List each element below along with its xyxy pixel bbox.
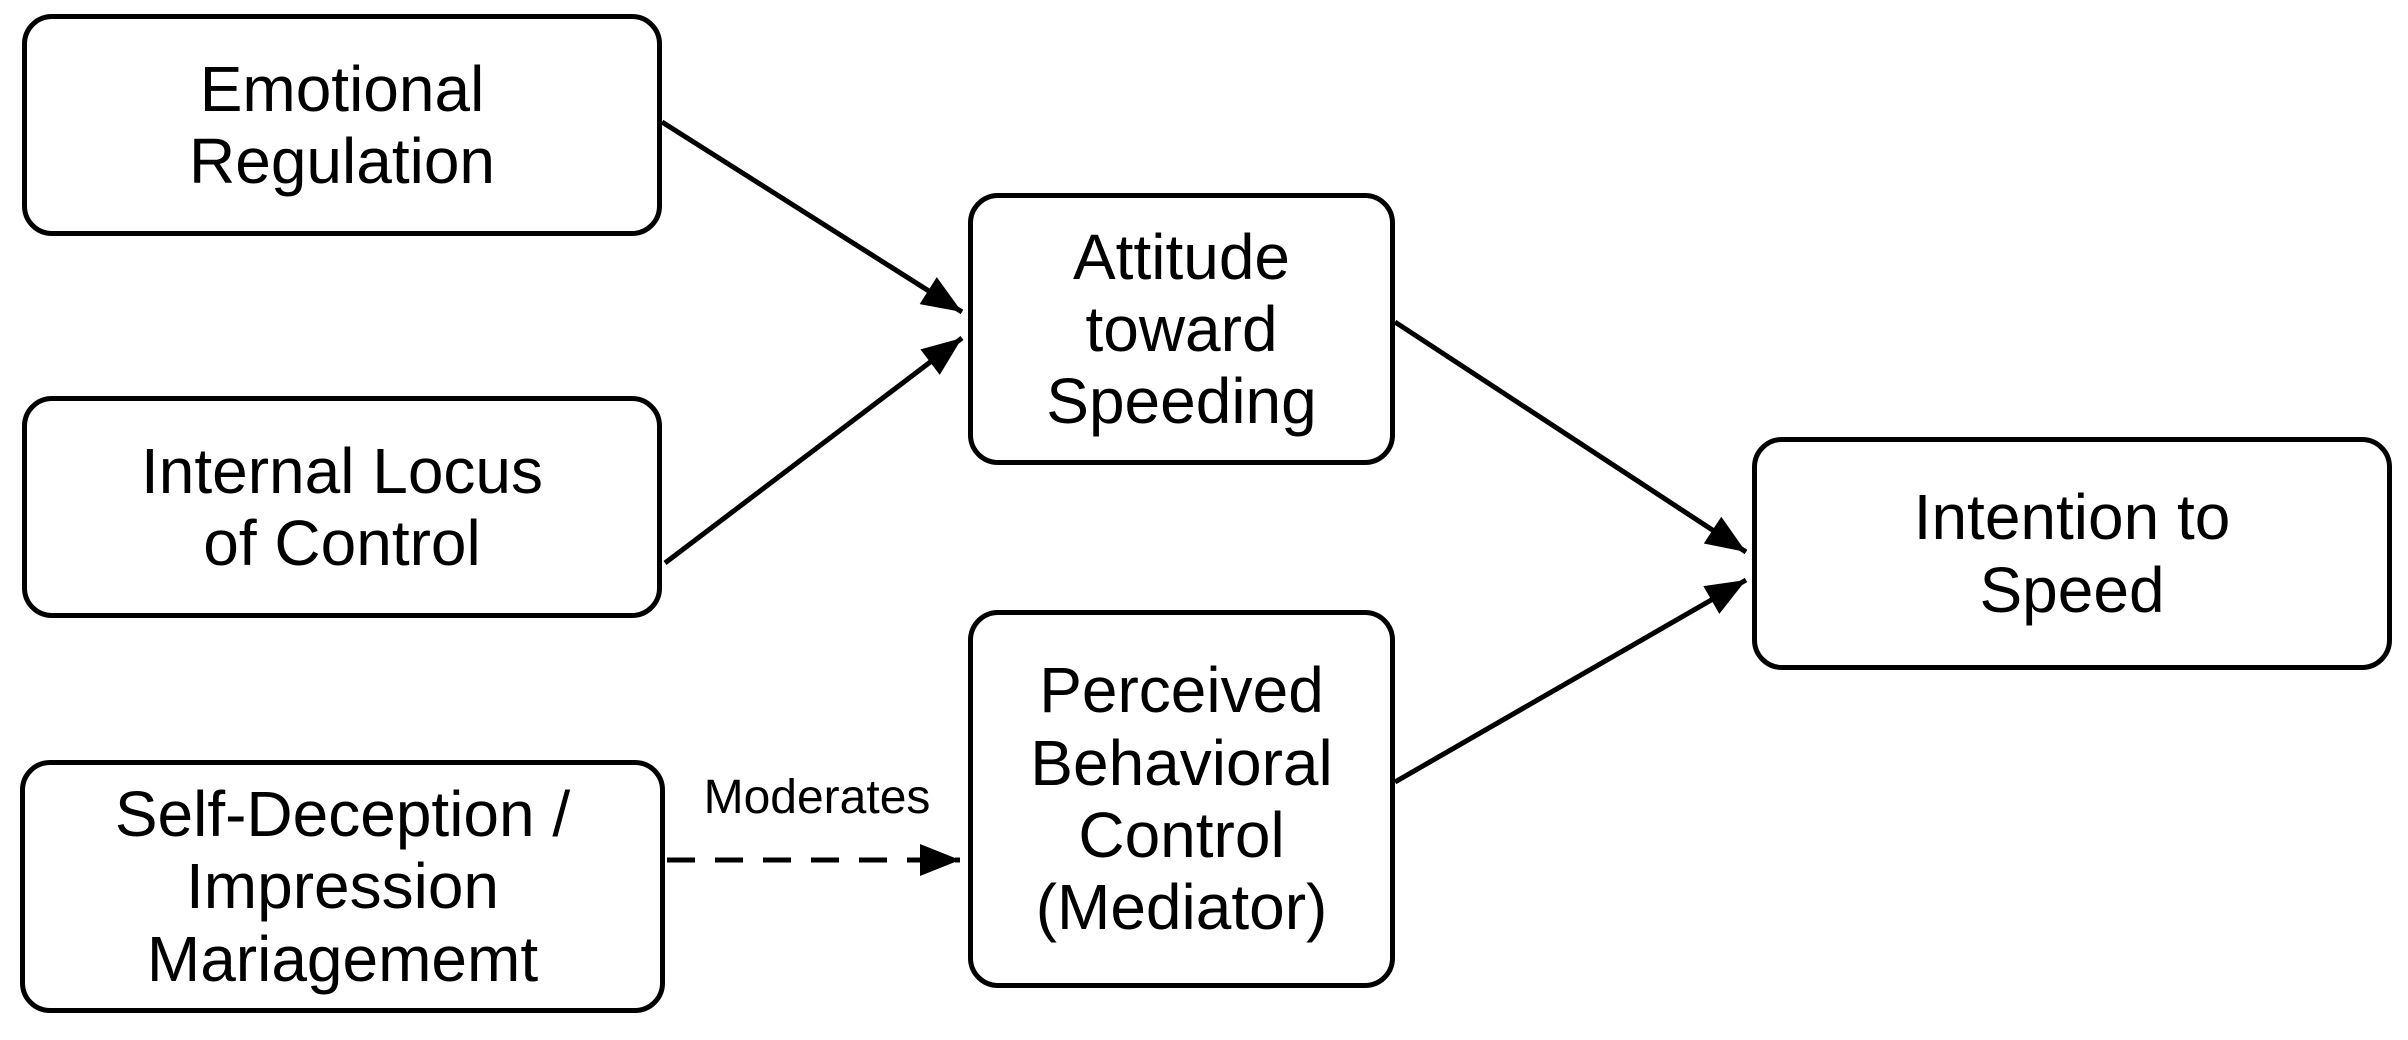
edge-label-moderates: Moderates	[703, 771, 931, 824]
node-emotional-regulation: Emotional Regulation	[22, 14, 662, 236]
node-internal-locus-of-control-label: Internal Locus of Control	[140, 434, 544, 579]
edge-pbc-to-intention	[1393, 577, 1748, 785]
node-intention-to-speed-label: Intention to Speed	[1913, 481, 2231, 626]
node-attitude-toward-speeding-label: Attitude toward Speeding	[1046, 220, 1317, 438]
edge-attitude-to-intention	[1393, 319, 1748, 555]
node-intention-to-speed: Intention to Speed	[1752, 437, 2392, 670]
edge-internal-locus-to-attitude	[663, 336, 964, 565]
node-self-deception-impression-management-label: Self-Deception / Impression Mariagememt	[114, 778, 571, 995]
edge-emotional-regulation-to-attitude	[660, 119, 964, 315]
node-attitude-toward-speeding: Attitude toward Speeding	[968, 193, 1395, 465]
node-perceived-behavioral-control: Perceived Behavioral Control (Mediator)	[968, 610, 1395, 988]
node-self-deception-impression-management: Self-Deception / Impression Mariagememt	[20, 760, 665, 1013]
node-emotional-regulation-label: Emotional Regulation	[189, 52, 495, 197]
node-internal-locus-of-control: Internal Locus of Control	[22, 396, 662, 618]
node-perceived-behavioral-control-label: Perceived Behavioral Control (Mediator)	[1030, 654, 1333, 944]
